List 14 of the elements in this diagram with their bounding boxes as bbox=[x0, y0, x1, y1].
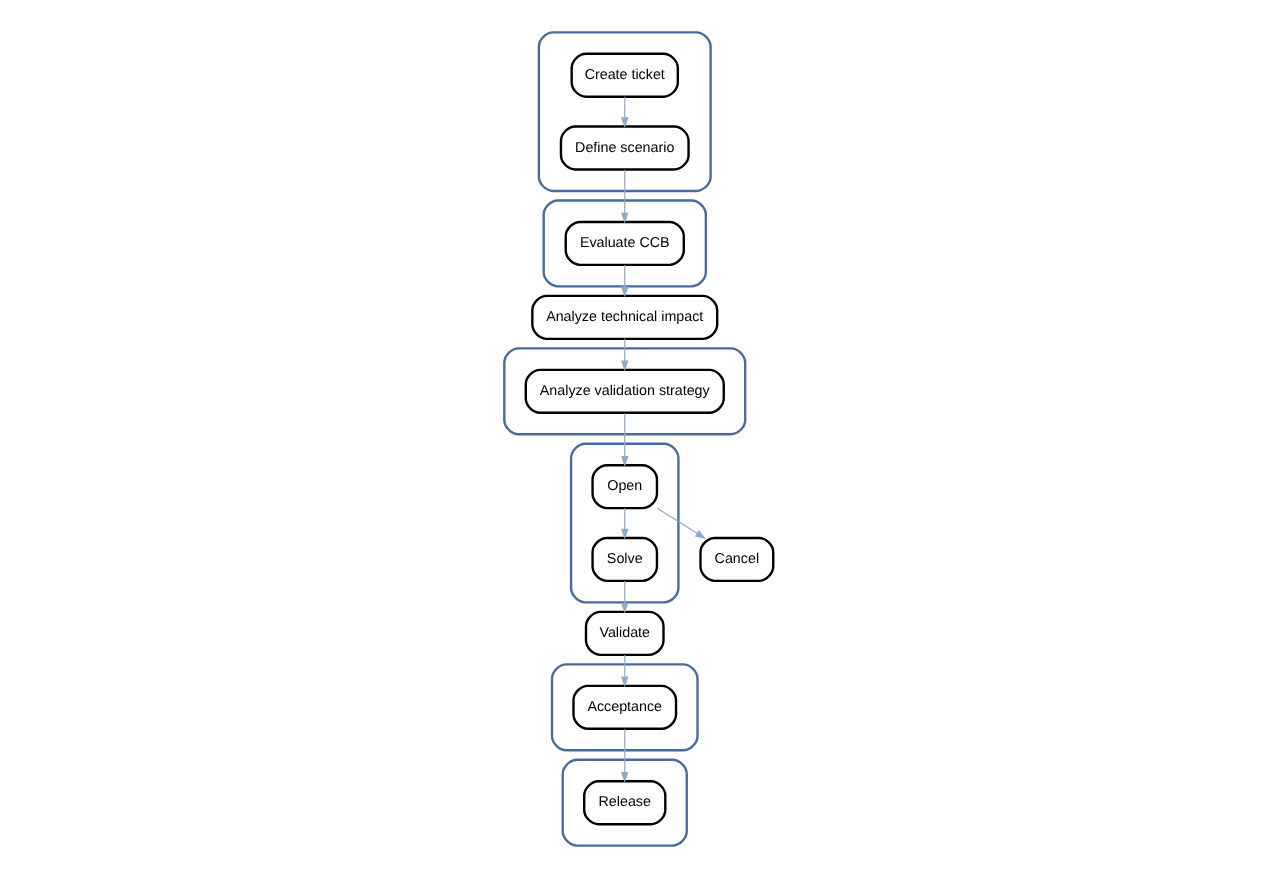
arrow bbox=[620, 169, 628, 224]
cluster bbox=[560, 758, 687, 847]
cluster bbox=[536, 31, 711, 193]
arrow bbox=[620, 338, 628, 372]
arrow bbox=[620, 264, 628, 298]
arrow bbox=[620, 507, 628, 540]
arrow bbox=[655, 507, 706, 539]
cluster bbox=[502, 347, 746, 436]
arrow bbox=[620, 96, 628, 129]
cluster bbox=[549, 663, 698, 752]
arrow bbox=[620, 412, 628, 467]
arrow bbox=[620, 654, 628, 688]
arrow bbox=[620, 580, 628, 614]
arrow bbox=[620, 728, 628, 783]
